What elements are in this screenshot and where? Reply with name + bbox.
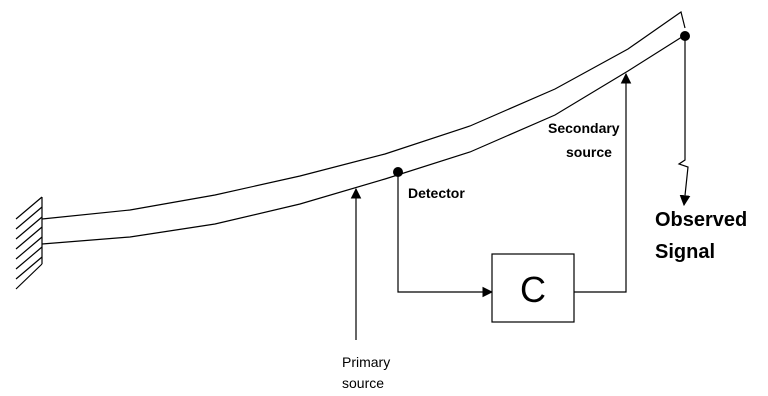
- detector-to-controller-arrow: [397, 172, 494, 298]
- observed-signal-arrow: [677, 36, 691, 207]
- primary-source-label-1: Primary: [342, 354, 390, 370]
- beam: [41, 11, 686, 245]
- primary-source-label-2: source: [342, 375, 384, 391]
- observed-signal-label-1: Observed: [655, 209, 747, 231]
- secondary-source-label-2: source: [566, 144, 612, 160]
- controller-box: [491, 253, 575, 323]
- detector-label: Detector: [408, 185, 465, 201]
- observed-signal-label-2: Signal: [655, 241, 715, 263]
- clamp-wall: [15, 196, 43, 290]
- controller-label: C: [520, 269, 546, 310]
- controller-to-secondary-arrow: [574, 72, 632, 293]
- secondary-source-label-1: Secondary: [548, 120, 620, 136]
